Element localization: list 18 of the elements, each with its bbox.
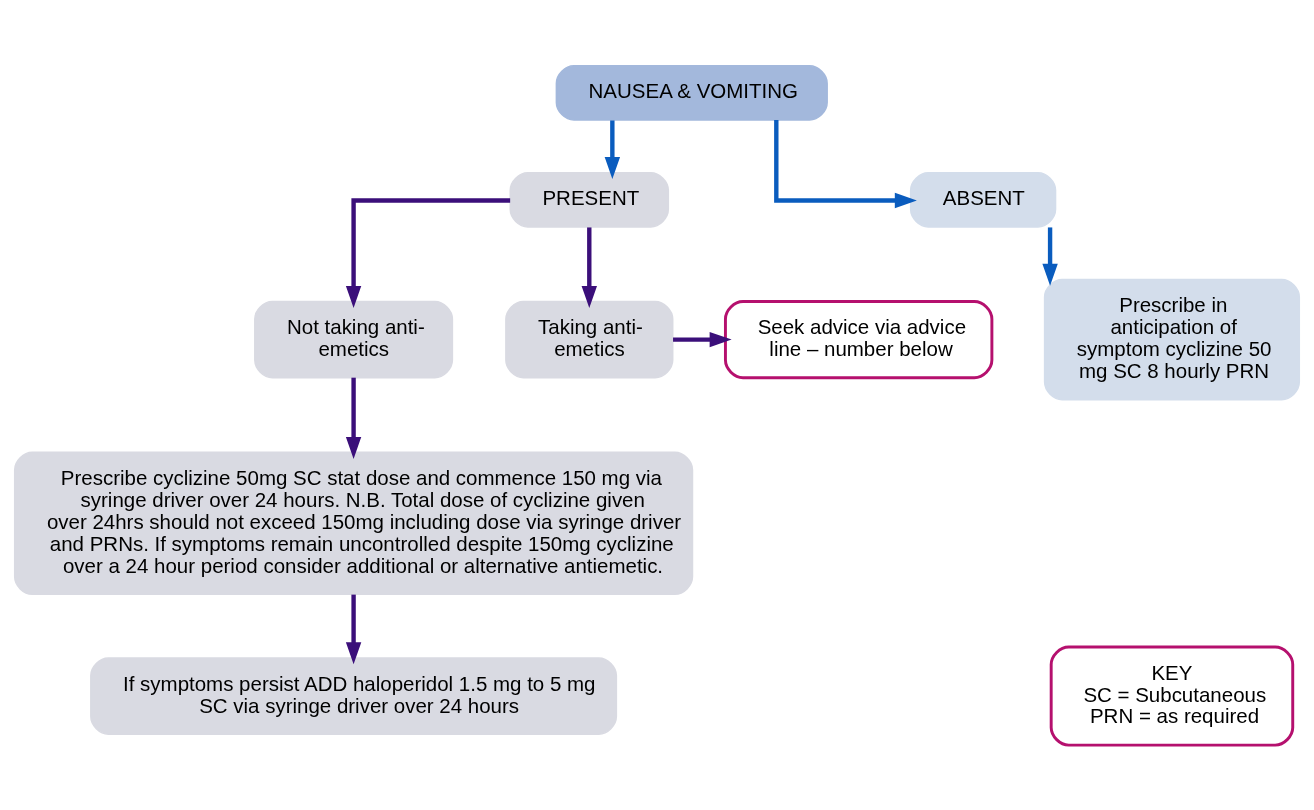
node-box: Taking anti-emetics: [505, 300, 674, 378]
arrow: [1042, 226, 1058, 286]
arrow: [345, 594, 362, 664]
node-box: Not taking anti-emetics: [254, 300, 454, 378]
node-box: ABSENT: [909, 171, 1057, 228]
arrow: [673, 331, 732, 347]
node-box: If symptoms persist ADD haloperidol 1.5 mg to 5 mg SC via syringe driver over 24 hours: [90, 656, 618, 735]
arrow: [604, 119, 621, 179]
node-box: Seek advice via advice line – number below: [723, 299, 994, 379]
arrow: [581, 226, 597, 308]
arrow: [345, 377, 362, 459]
node-box: Prescribe in anticipation of symptom cyclizine 50 mg SC 8 hourly PRN: [1043, 278, 1301, 400]
node-box: KEY SC = Subcutaneous PRN = as required: [1049, 645, 1295, 747]
arrow: [774, 119, 917, 208]
node-box: Prescribe cyclizine 50mg SC stat dose and commence 150 mg via syringe driver over 24 hours. N.B. Total dose of cyclizine given over 24hrs should not exceed 150mg including dose via syringe driver and PRNs. If symptoms remain uncontrolled despite 150mg cyclizine over a 24 hour period consider additional or alternative antiemetic.: [13, 451, 694, 595]
node-box: NAUSEA & VOMITING: [555, 64, 828, 121]
node-box: PRESENT: [509, 171, 670, 228]
arrow: [345, 197, 511, 308]
